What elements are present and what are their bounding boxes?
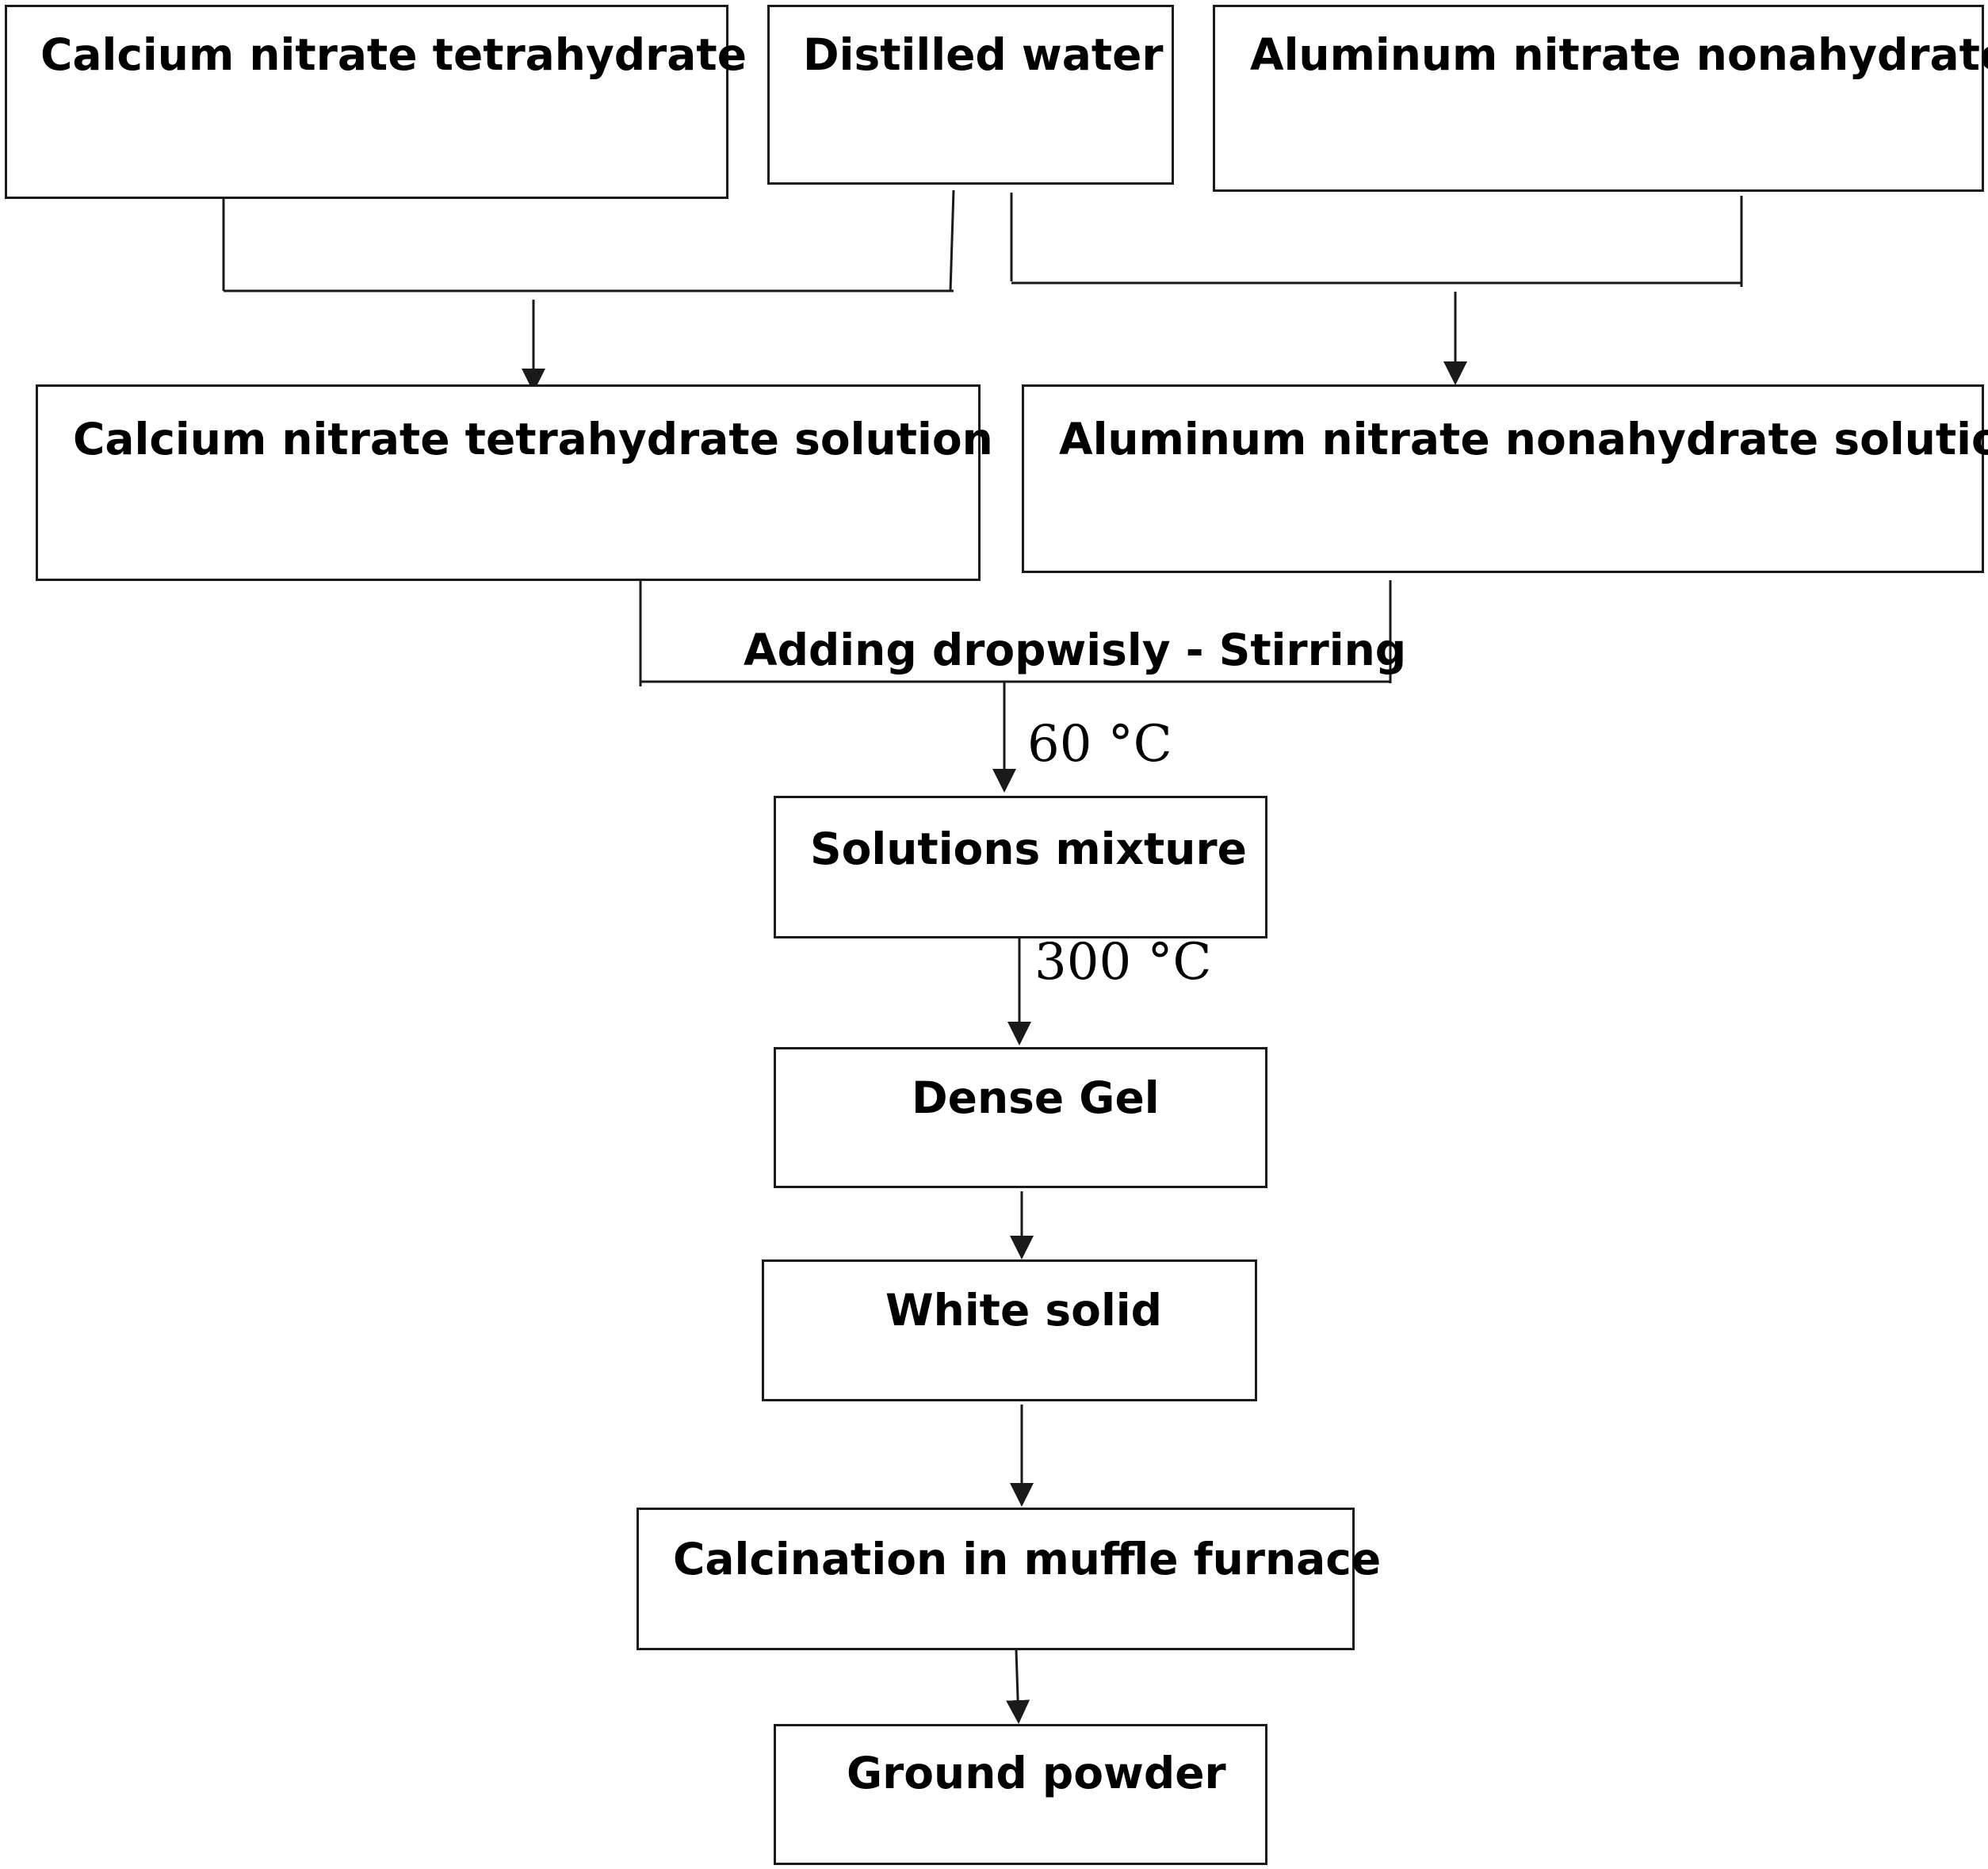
solutions-mixture-box xyxy=(774,796,1267,938)
aluminum-nitrate-box xyxy=(1213,5,1984,192)
calcium-solution-box xyxy=(36,384,981,581)
distilled-water-label: Distilled water xyxy=(803,29,1164,80)
calcination-label: Calcination in muffle furnace xyxy=(673,1534,1382,1584)
aluminum-nitrate-label: Aluminum nitrate nonahydrate xyxy=(1250,29,1988,80)
temp-mixing-label: 60 °C xyxy=(1027,715,1172,774)
mixing-step-label: Adding dropwisly - Stirring xyxy=(744,625,1407,675)
calcination-box xyxy=(637,1508,1355,1650)
ground-powder-box xyxy=(774,1724,1267,1865)
dense-gel-label: Dense Gel xyxy=(912,1072,1160,1123)
temp-gel-label: 300 °C xyxy=(1034,933,1212,992)
calcium-nitrate-label: Calcium nitrate tetrahydrate xyxy=(40,29,747,80)
ground-powder-label: Ground powder xyxy=(847,1748,1226,1798)
arrow-to-ground-powder xyxy=(1006,1649,1030,1724)
calcium-solution-label: Calcium nitrate tetrahydrate solution xyxy=(73,414,993,464)
aluminum-solution-label: Aluminum nitrate nonahydrate solution xyxy=(1059,414,1988,464)
aluminum-solution-box xyxy=(1022,384,1984,573)
dense-gel-box xyxy=(774,1047,1267,1188)
white-solid-box xyxy=(762,1259,1257,1401)
calcium-nitrate-box xyxy=(5,5,728,199)
water-left-drop-line xyxy=(949,189,955,292)
distilled-water-box xyxy=(767,5,1174,185)
solutions-mixture-label: Solutions mixture xyxy=(810,824,1247,874)
white-solid-label: White solid xyxy=(885,1285,1163,1336)
